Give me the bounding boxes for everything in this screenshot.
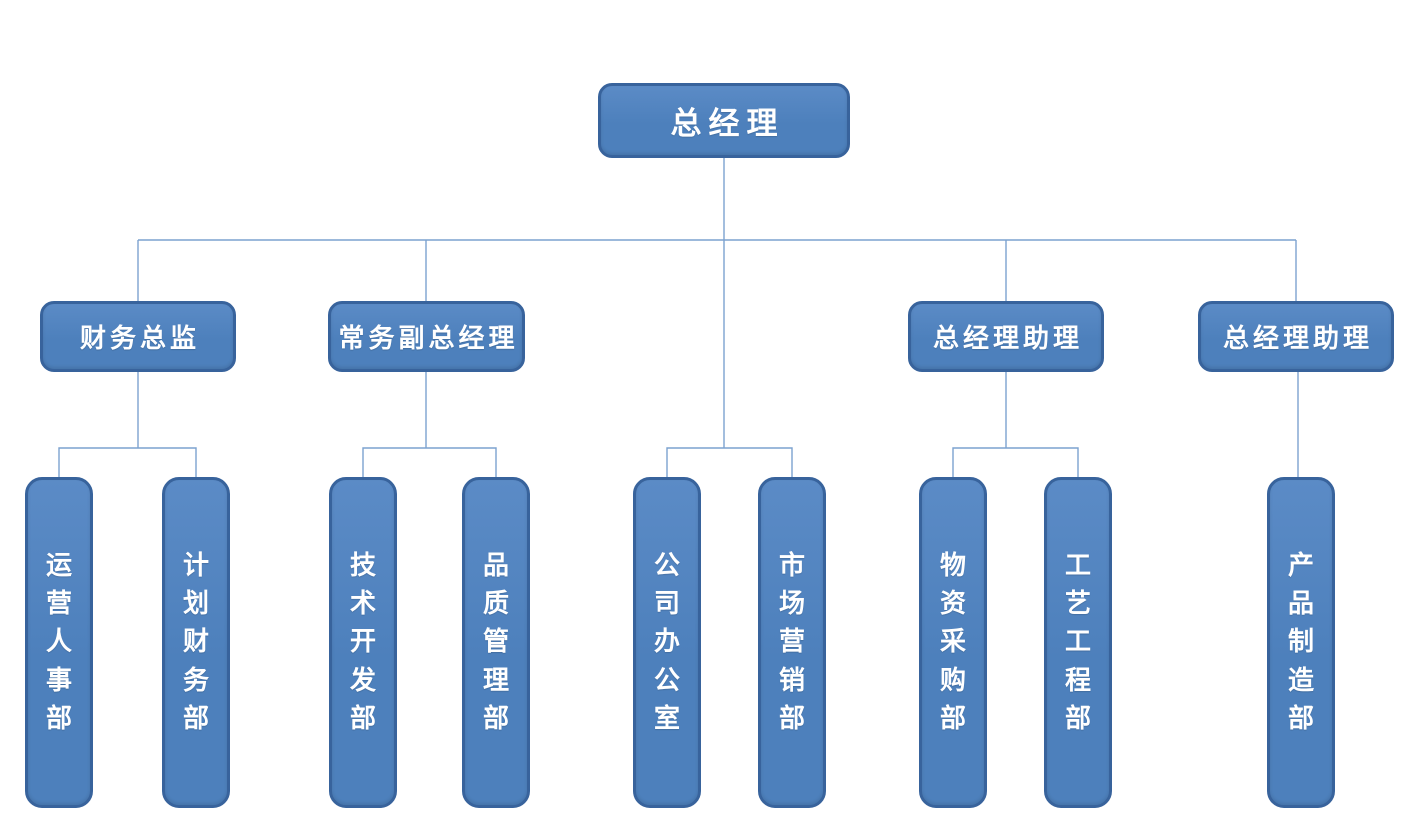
org-node-quality-management-dept[interactable]: 品质管理部 [462, 477, 530, 808]
org-node-planning-finance-dept[interactable]: 计划财务部 [162, 477, 230, 808]
connector-tee-d5-d6 [666, 447, 793, 477]
org-node-label: 总经理助理 [1222, 324, 1373, 354]
org-node-label: 总经理助理 [932, 324, 1083, 354]
org-node-label: 运营人事部 [45, 550, 72, 734]
org-node-label: 计划财务部 [182, 550, 209, 734]
org-node-label: 市场营销部 [778, 550, 805, 734]
org-node-label: 总经理 [670, 106, 785, 142]
org-node-label: 常务副总经理 [338, 324, 519, 354]
org-node-label: 物资采购部 [939, 550, 966, 734]
org-node-tech-development-dept[interactable]: 技术开发部 [329, 477, 397, 808]
org-node-label: 财务总监 [79, 324, 200, 354]
org-node-general-manager[interactable]: 总经理 [598, 83, 850, 158]
org-node-operations-hr-dept[interactable]: 运营人事部 [25, 477, 93, 808]
connector-tee-d3-d4 [362, 447, 497, 477]
connector-tee-d7-d8 [952, 447, 1079, 477]
org-node-material-procurement-dept[interactable]: 物资采购部 [919, 477, 987, 808]
org-node-company-office[interactable]: 公司办公室 [633, 477, 701, 808]
org-node-executive-deputy-gm[interactable]: 常务副总经理 [328, 301, 525, 372]
org-node-finance-director[interactable]: 财务总监 [40, 301, 236, 372]
org-node-process-engineering-dept[interactable]: 工艺工程部 [1044, 477, 1112, 808]
org-node-label: 公司办公室 [653, 550, 680, 734]
org-node-label: 产品制造部 [1287, 550, 1314, 734]
org-node-label: 技术开发部 [349, 550, 376, 734]
org-node-product-manufacturing-dept[interactable]: 产品制造部 [1267, 477, 1335, 808]
connector-tee-d1-d2 [58, 447, 197, 477]
org-node-gm-assistant-2[interactable]: 总经理助理 [1198, 301, 1394, 372]
org-node-marketing-dept[interactable]: 市场营销部 [758, 477, 826, 808]
org-node-gm-assistant-1[interactable]: 总经理助理 [908, 301, 1104, 372]
org-node-label: 工艺工程部 [1064, 550, 1091, 734]
org-node-label: 品质管理部 [482, 550, 509, 734]
